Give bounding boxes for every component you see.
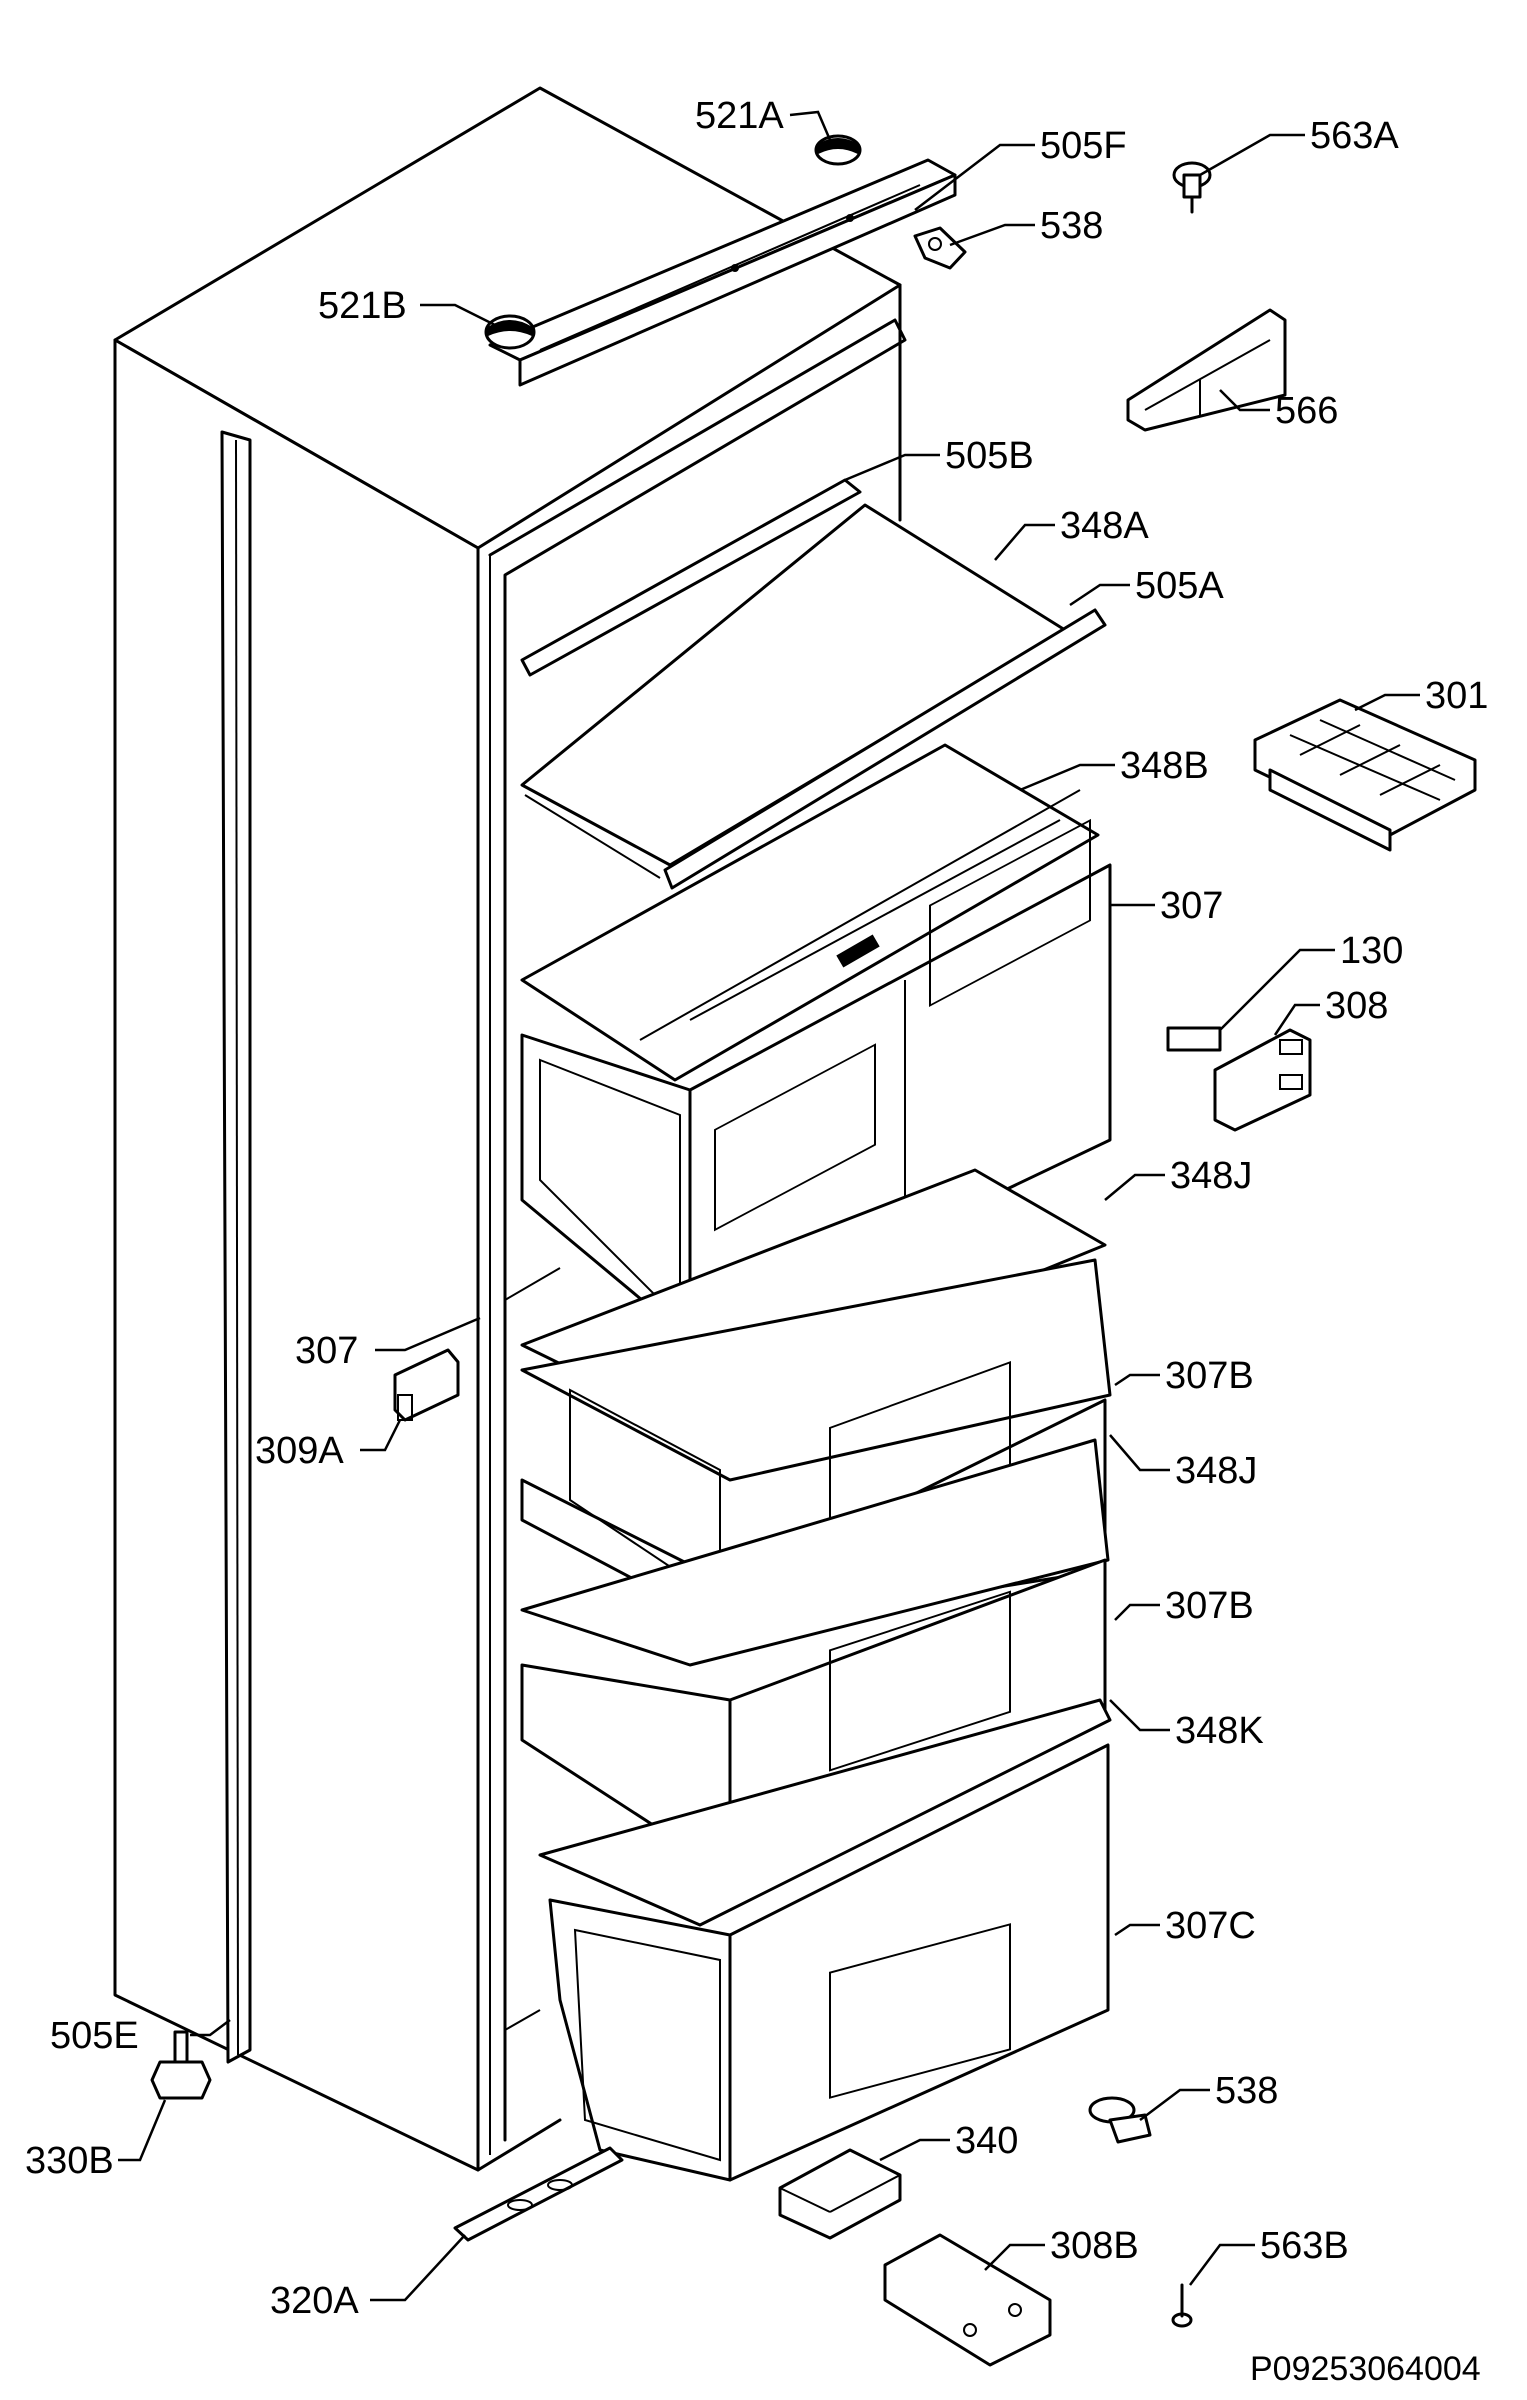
- label-348j-1: 348J: [1170, 1155, 1252, 1197]
- label-340: 340: [955, 2120, 1018, 2162]
- label-348k: 348K: [1175, 1710, 1264, 1752]
- label-348a: 348A: [1060, 505, 1149, 547]
- glass-shelf-348a: [520, 478, 1107, 890]
- label-566: 566: [1275, 390, 1338, 432]
- label-330b: 330B: [25, 2140, 114, 2182]
- label-308: 308: [1325, 985, 1388, 1027]
- label-130: 130: [1340, 930, 1403, 972]
- hinge-bracket-538-bottom: [1088, 2096, 1152, 2144]
- part-labels: 521A 505F 563A 538 521B 566 505B 348A 50…: [25, 95, 1488, 2388]
- bottom-rail-320a: [453, 2146, 624, 2242]
- label-563b: 563B: [1260, 2225, 1349, 2267]
- label-521b: 521B: [318, 285, 407, 327]
- label-505f: 505F: [1040, 125, 1127, 167]
- label-348j-2: 348J: [1175, 1450, 1257, 1492]
- hinge-cap-521b: [484, 314, 536, 350]
- label-307: 307: [295, 1330, 358, 1372]
- hinge-cap-521a: [814, 134, 862, 166]
- top-hinge-bar: [488, 158, 957, 387]
- drawer-cover-348b: [520, 743, 1100, 1082]
- label-320a: 320A: [270, 2280, 359, 2322]
- label-307b-2: 307B: [1165, 1585, 1254, 1627]
- bottom-hinge-308b: [883, 2233, 1052, 2367]
- hinge-bracket-308: [1213, 1028, 1312, 1132]
- label-505e: 505E: [50, 2015, 139, 2057]
- label-309a: 309A: [255, 1430, 344, 1472]
- screw-563b: [1171, 2283, 1193, 2328]
- door-seal: [220, 430, 252, 2064]
- label-301: 301: [1425, 675, 1488, 717]
- label-505b: 505B: [945, 435, 1034, 477]
- ice-cube-tray: [1253, 698, 1477, 852]
- label-521a: 521A: [695, 95, 784, 137]
- bottom-drawer-307c: [538, 1698, 1112, 2182]
- handle-566: [1126, 308, 1287, 432]
- label-538-bottom: 538: [1215, 2070, 1278, 2112]
- label-307c: 307C: [1165, 1905, 1256, 1947]
- label-307b-1: 307B: [1165, 1355, 1254, 1397]
- screw-563a: [1172, 161, 1212, 214]
- reference-number: P09253064004: [1250, 2350, 1481, 2388]
- leader-lines: [118, 110, 1420, 2302]
- hinge-bracket-538-top: [913, 226, 967, 270]
- label-348b: 348B: [1120, 745, 1209, 787]
- spacer-130: [1166, 1026, 1222, 1052]
- upper-drawer-307: [520, 818, 1112, 1342]
- clip-309a: [393, 1348, 460, 1422]
- label-538-top: 538: [1040, 205, 1103, 247]
- foam-block-340: [778, 2148, 902, 2240]
- label-307-upper: 307: [1160, 885, 1223, 927]
- label-308b: 308B: [1050, 2225, 1139, 2267]
- adjustable-foot-330b: [150, 2030, 212, 2100]
- label-563a: 563A: [1310, 115, 1399, 157]
- label-505a: 505A: [1135, 565, 1224, 607]
